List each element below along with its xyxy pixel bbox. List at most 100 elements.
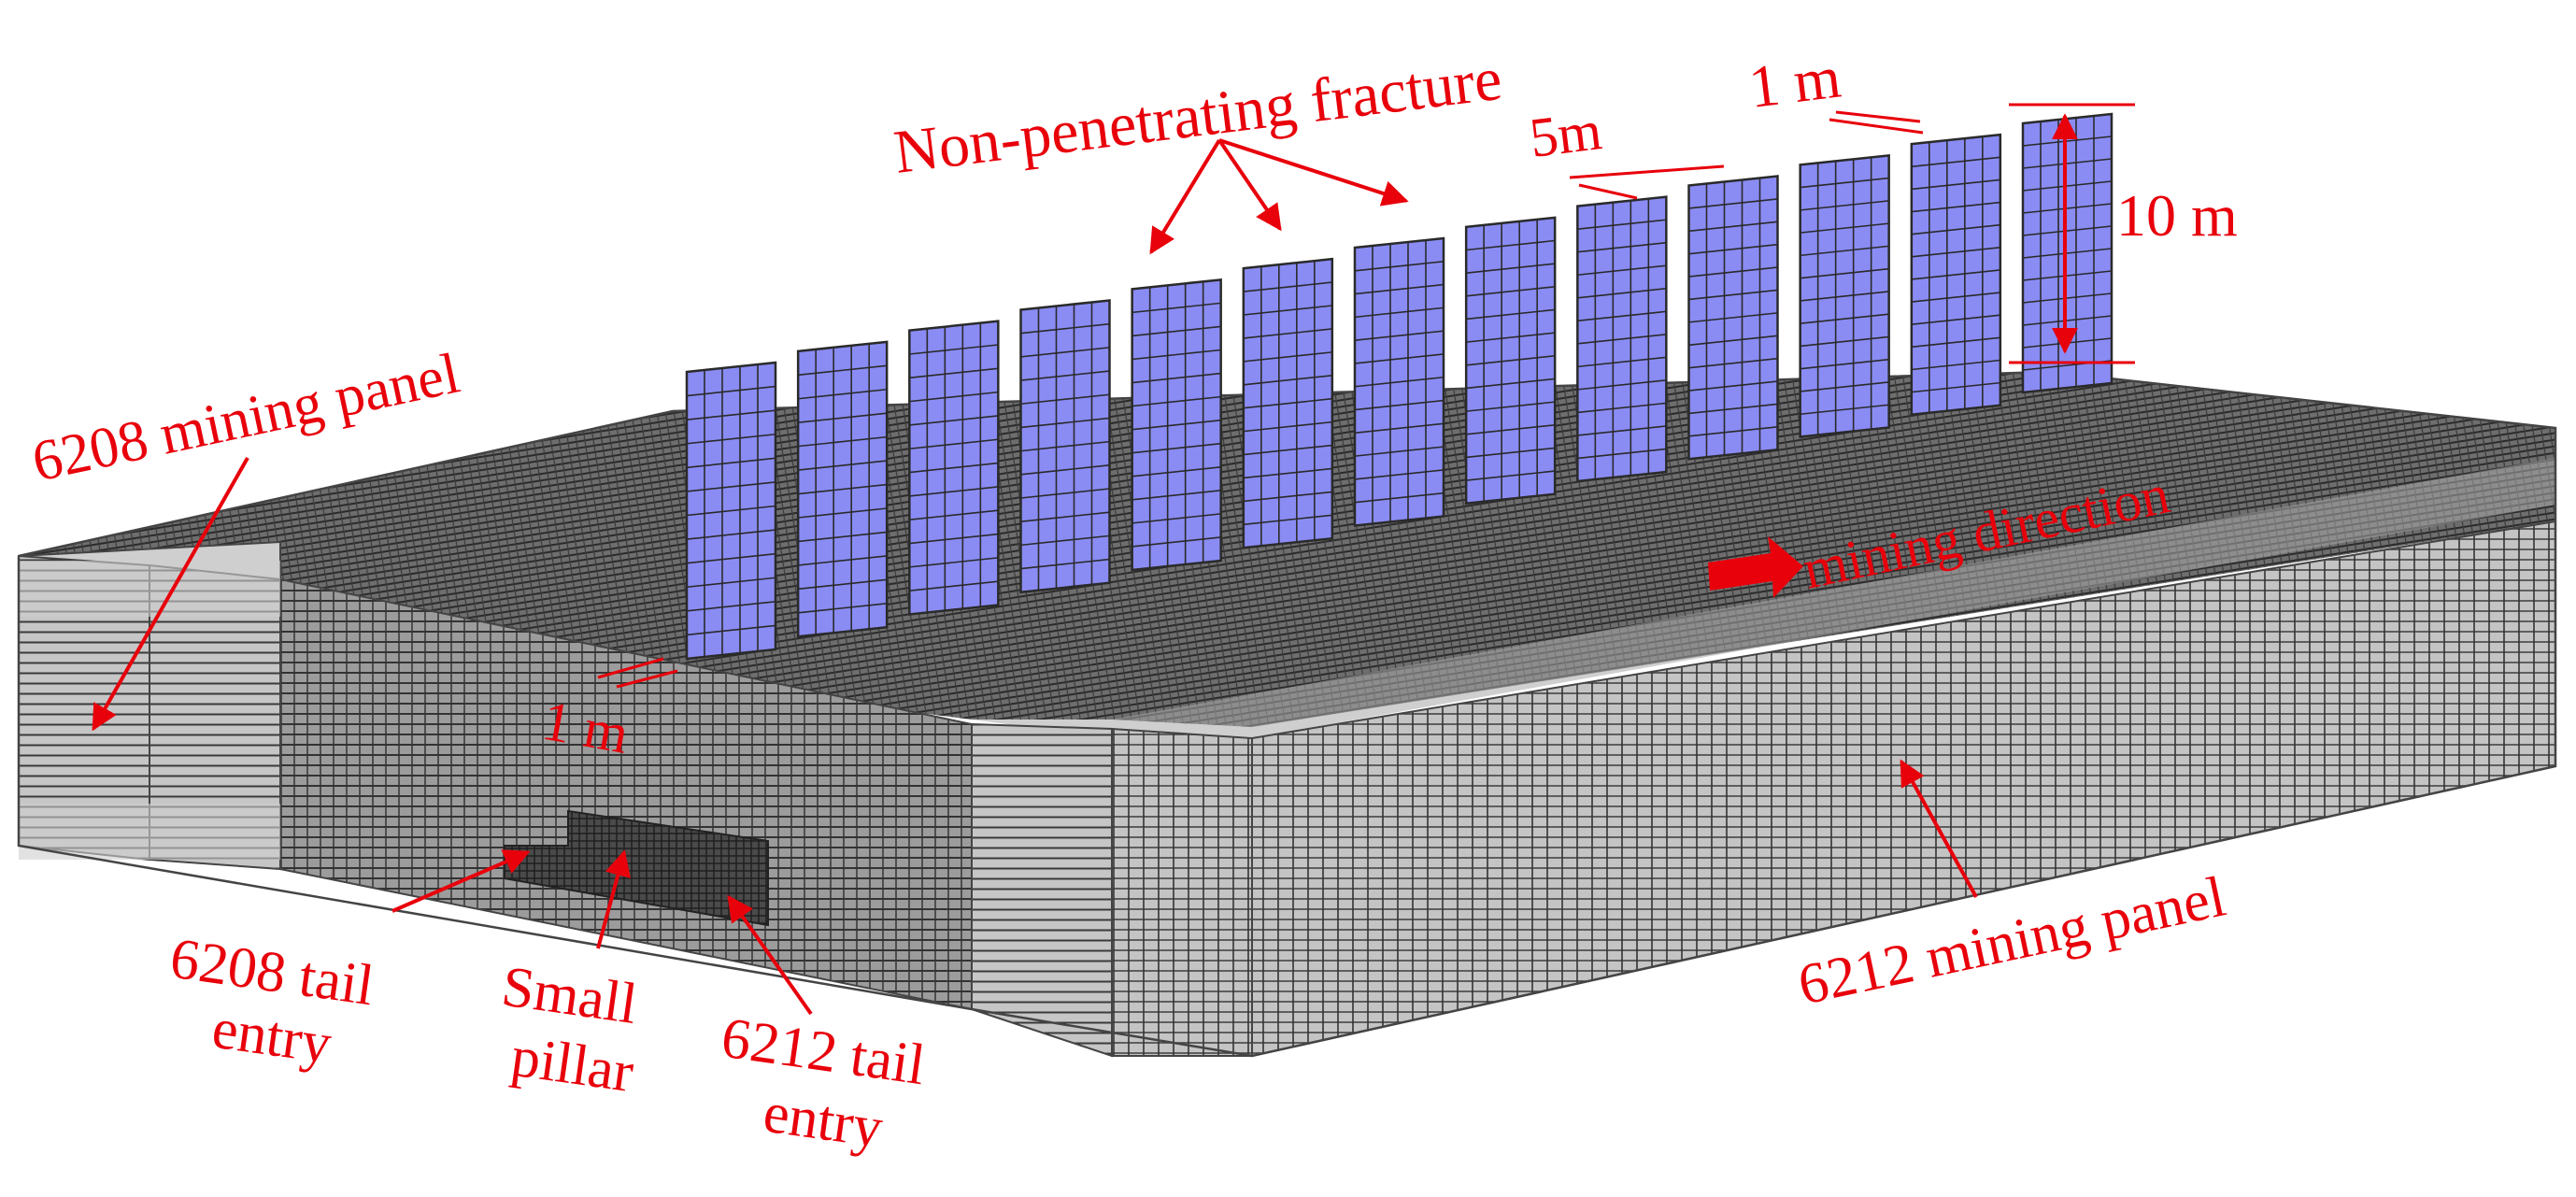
dim-1m-top-line-a (1835, 110, 1921, 123)
fracture-grid-line (1020, 488, 1110, 499)
fracture-grid-line (798, 435, 888, 448)
fracture-grid-line (686, 481, 776, 492)
fracture-grid-line (1131, 465, 1221, 477)
fracture-grid-line (1577, 219, 1667, 230)
fracture-grid-line (1688, 266, 1778, 278)
fracture-grid-line (1466, 447, 1556, 459)
fracture-grid-line (1466, 354, 1556, 366)
tail-entry-opening (504, 809, 769, 927)
fracture-grid-line (798, 460, 888, 471)
fracture-grid-line (1466, 286, 1556, 297)
fracture-grid-line (1577, 287, 1667, 299)
fracture-grid-line (1131, 536, 1221, 548)
fracture-grid-line (1354, 306, 1445, 319)
fracture-grid-line (1800, 313, 1889, 324)
fracture-grid-line (1354, 376, 1445, 388)
block-model (17, 370, 2557, 1058)
fracture-grid-line (1688, 289, 1778, 301)
fracture-grid-line (798, 603, 888, 614)
arrow-small-pillar (596, 849, 631, 949)
fracture-grid-line (1131, 349, 1221, 361)
fracture-grid-line (1577, 379, 1667, 391)
arrow-fracture-3 (1218, 138, 1409, 207)
fracture-grid-line (909, 486, 999, 497)
fracture-grid-line (1911, 269, 2000, 280)
fracture-grid-line (1688, 380, 1778, 392)
arrow-tail-6212 (727, 894, 813, 1016)
fracture-grid-line (1354, 399, 1445, 411)
fracture-grid-line (1354, 422, 1445, 435)
fracture-grid-line (1466, 378, 1556, 390)
fracture-grid-line (798, 531, 888, 543)
label-dim-10m: 10 m (2116, 182, 2238, 249)
fracture-grid-line (1020, 393, 1110, 406)
fracture-grid-line (1131, 372, 1221, 384)
dim-5m-line-a (1569, 164, 1725, 179)
fracture-grid-line (1466, 423, 1556, 435)
fracture-grid-line (909, 557, 999, 568)
fracture-grid-line (1577, 264, 1667, 277)
dim-1m-bottom-line-a (597, 657, 664, 679)
fracture-grid-line (1800, 177, 1889, 189)
fracture-grid-line (1243, 444, 1332, 456)
fracture-grid-line (1688, 198, 1778, 209)
arrow-panel-6208 (92, 457, 249, 732)
fracture-grid-line (1911, 178, 2000, 191)
fracture-grid-line (1688, 243, 1778, 255)
fracture-grid-line (1131, 442, 1221, 454)
fracture-grid-line (1800, 200, 1889, 211)
fracture-grid-line (1466, 308, 1556, 321)
fracture-grid-line (1354, 330, 1445, 341)
fracture-grid-line (1243, 420, 1332, 433)
fracture-grid-line (1800, 245, 1889, 257)
label-tail-6212-line1: 6212 tail (718, 1006, 929, 1098)
fracture-grid-line (686, 529, 776, 540)
fracture-grid-line (909, 580, 999, 591)
fracture-grid-line (1577, 241, 1667, 253)
top-surface (19, 372, 2555, 727)
fracture-grid-line (1243, 491, 1332, 503)
fracture-grid-line (1020, 347, 1110, 358)
arrow-fracture-1 (1149, 138, 1221, 255)
fracture-grid-line (1800, 404, 1889, 416)
fracture-grid-line (1020, 322, 1110, 335)
dim-1m-top-line-b (1829, 118, 1924, 135)
fracture-grid-line (1243, 374, 1332, 386)
fracture-grid-line (1354, 446, 1445, 457)
fracture-grid-line (1800, 291, 1889, 302)
fracture-grid-line (686, 433, 776, 445)
fracture-grid-line (909, 438, 999, 450)
fracture-grid-line (1020, 558, 1110, 570)
fracture-grid-line (1466, 239, 1556, 251)
fracture-grid-line (1577, 310, 1667, 322)
fracture-grid-line (1688, 335, 1778, 347)
fracture-grid-line (1354, 260, 1445, 272)
fracture-grid-line (686, 457, 776, 469)
label-small-pillar-line1: Small (498, 955, 641, 1036)
label-dim-5m: 5m (1527, 99, 1605, 169)
dim-1m-bottom-line-b (616, 669, 678, 689)
mining-direction-arrow (1708, 536, 1803, 598)
dim-5m-line-b (1578, 183, 1638, 200)
fracture-grid-line (1800, 358, 1889, 370)
fracture-grid-line (909, 344, 999, 355)
fracture-grid-line (1243, 328, 1332, 339)
fracture-grid-line (1911, 381, 2000, 393)
fracture-grid-line (1354, 353, 1445, 364)
fracture-grid-line (1466, 470, 1556, 481)
fracture-grid-line (1020, 417, 1110, 429)
fracture-grid-line (798, 483, 888, 495)
front-face-6212-front-b (1111, 727, 1253, 1057)
front-face-6212-front (971, 722, 1113, 1058)
fracture-grid-line (798, 578, 888, 591)
fracture-grid-line (1688, 426, 1778, 437)
fracture-grid-line (798, 507, 888, 519)
fracture-grid-line (1243, 514, 1332, 526)
fracture-grid-line (909, 367, 999, 379)
fracture-grid-line (1466, 332, 1556, 343)
fracture-grid-line (1911, 156, 2000, 168)
fracture-grid-line (909, 509, 999, 521)
label-fracture: Non-penetrating fracture (890, 45, 1505, 187)
fracture-grid-line (1800, 335, 1889, 348)
